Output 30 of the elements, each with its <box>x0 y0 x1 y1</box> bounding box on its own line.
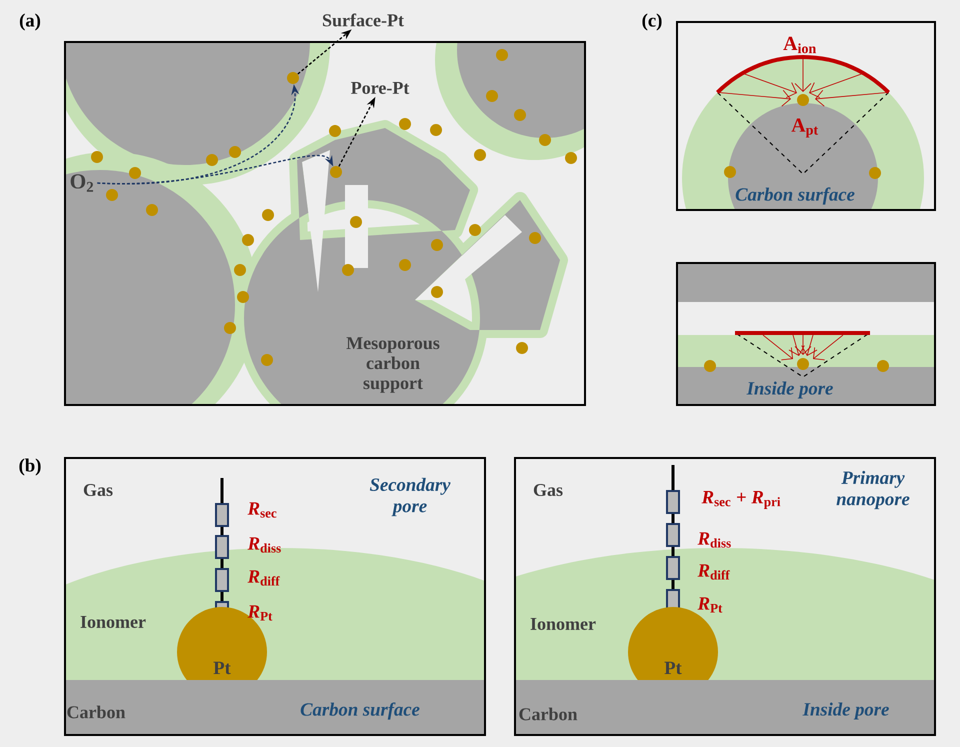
region-label: Ionomer <box>530 618 596 630</box>
panel-label: (a) <box>20 14 40 30</box>
region-label: Inside pore <box>746 382 833 398</box>
panel-label: (b) <box>19 458 41 476</box>
region-label: Secondary pore <box>370 478 450 516</box>
resistance-label: R$_{diff}$ <box>248 570 280 586</box>
region-label: Mesoporous carbon support <box>346 337 440 393</box>
particle-label: Pore-Pt <box>351 82 410 94</box>
region-label: Gas <box>84 484 113 496</box>
area-label: A$_{pt}$ <box>791 118 818 138</box>
resistance-label: R$_{diff}$ <box>698 564 730 580</box>
particle-label: Surface-Pt <box>322 14 404 26</box>
region-label: Carbon <box>519 708 578 720</box>
particle-label: O$_{2}$ <box>70 174 94 192</box>
region-label: Carbon surface <box>300 702 420 720</box>
region-label: Primary nanopore <box>836 470 910 510</box>
region-label: Gas <box>534 484 563 496</box>
area-label: A$_{ion}$ <box>783 36 816 54</box>
resistance-label: R$_{sec}$ + R$_{pri}$ <box>702 491 780 509</box>
resistance-label: R$_{diss}$ <box>248 537 281 553</box>
platinum-particle <box>287 72 299 84</box>
resistance-label: R$_{diss}$ <box>698 532 731 548</box>
arrow <box>97 154 334 184</box>
region-label: Inside pore <box>802 702 889 720</box>
region-label: Carbon surface <box>736 187 854 205</box>
resistance-label: R$_{sec}$ <box>248 502 276 518</box>
panel-label: (c) <box>642 14 662 30</box>
platinum-particle <box>330 166 342 178</box>
region-label: Ionomer <box>80 616 146 628</box>
region-label: Carbon <box>67 706 126 718</box>
